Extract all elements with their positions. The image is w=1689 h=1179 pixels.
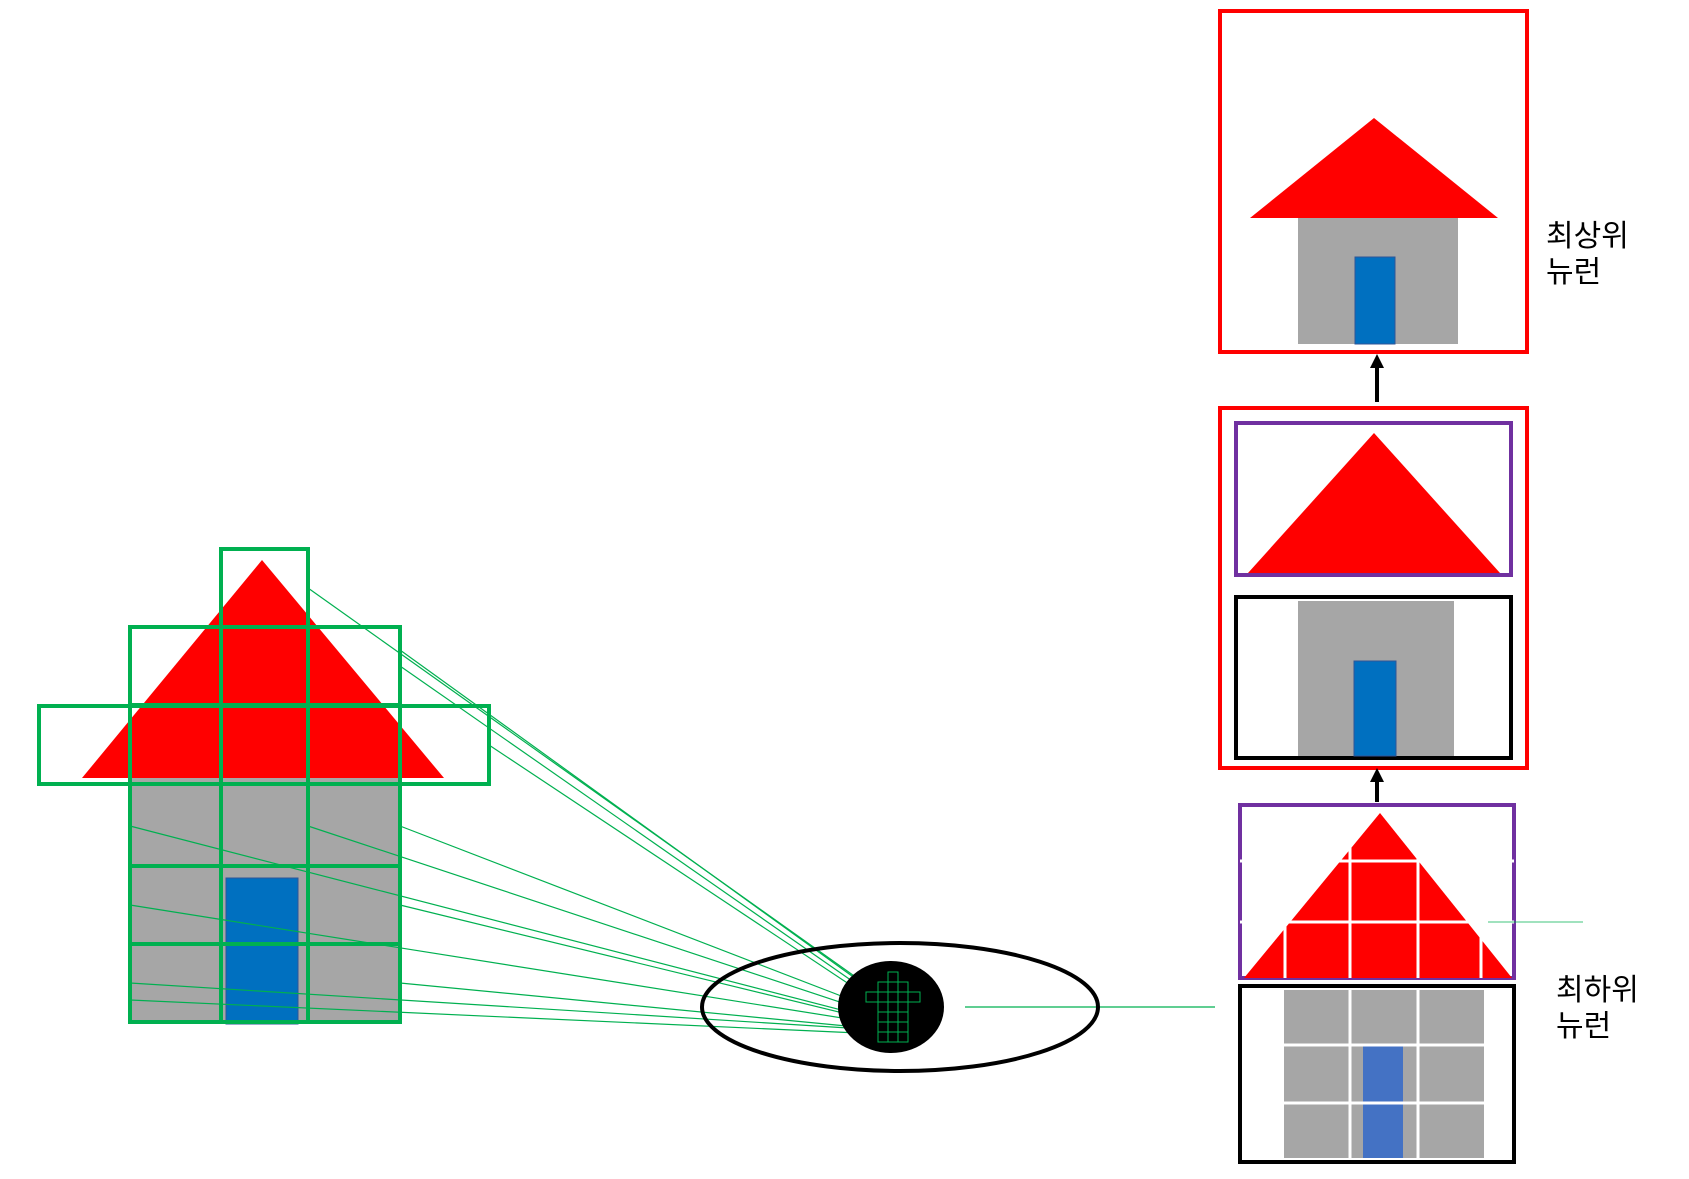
fragment-gaps — [1240, 813, 1514, 1158]
top-neuron-roof — [1250, 118, 1498, 218]
arrow-to-top — [1370, 354, 1384, 402]
top-neuron-label-line2: 뉴런 — [1546, 255, 1601, 290]
projection-lines — [129, 587, 1215, 1035]
receptive-field-grid — [37, 547, 491, 1024]
projection-line — [399, 825, 889, 1015]
projection-line — [399, 665, 889, 1007]
projection-line — [129, 999, 881, 1035]
top-neuron-label-line1: 최상위 — [1546, 219, 1629, 254]
arrow-head — [1370, 354, 1384, 368]
projection-line — [129, 982, 881, 1031]
eye — [700, 941, 1100, 1073]
house-roof — [82, 560, 444, 778]
projection-line — [307, 825, 889, 1019]
top-neuron-frame — [1218, 9, 1529, 354]
roof-neuron-roof — [1248, 433, 1500, 573]
projection-line — [399, 649, 889, 1003]
middle-neuron-panel — [1218, 406, 1529, 770]
bottom-neuron-label-line2: 뉴런 — [1556, 1009, 1611, 1044]
projection-line — [307, 587, 889, 1001]
bottom-neuron-label-line1: 최하위 — [1556, 973, 1639, 1008]
neuron-labels: 최상위 뉴런 최하위 뉴런 — [1546, 219, 1639, 1044]
bottom-body-frame — [1238, 984, 1516, 1164]
arrow-head — [1370, 768, 1384, 782]
retinal-image-grid — [865, 971, 921, 1043]
body-neuron-frame — [1234, 595, 1513, 760]
house-door — [225, 877, 299, 1025]
roof-neuron-frame — [1234, 421, 1513, 577]
top-neuron-panel — [1218, 9, 1529, 354]
house-stimulus — [82, 560, 444, 1025]
projection-line — [488, 744, 889, 1011]
projection-line — [399, 904, 889, 1025]
top-neuron-door — [1354, 256, 1396, 345]
retinal-cell — [897, 1031, 909, 1043]
projection-line — [129, 825, 881, 1021]
arrow-to-middle — [1370, 768, 1384, 802]
middle-neuron-frame — [1218, 406, 1529, 770]
bottom-roof-fragments — [1244, 813, 1512, 978]
body-neuron-door — [1353, 660, 1397, 757]
projection-line — [129, 904, 881, 1025]
retinal-cell — [907, 991, 921, 1003]
pupil — [838, 961, 944, 1053]
eye-outline — [700, 941, 1100, 1073]
projection-line — [399, 982, 889, 1031]
bottom-neuron-panel — [1238, 803, 1583, 1164]
